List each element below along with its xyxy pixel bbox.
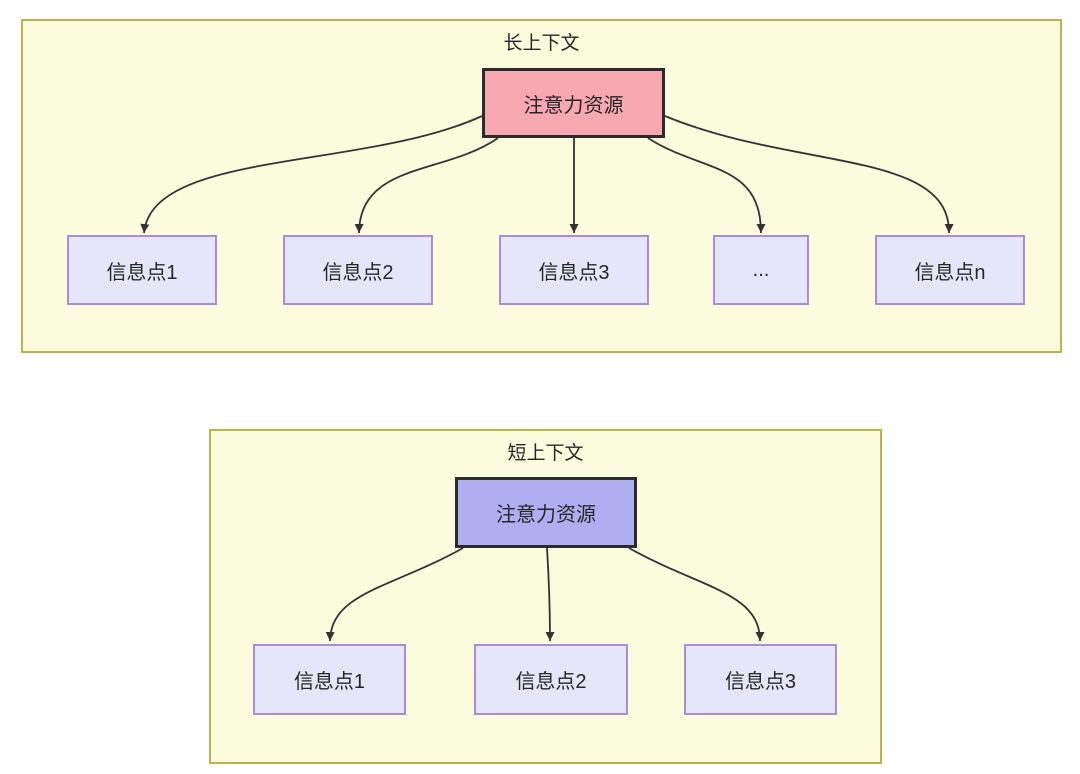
info-point-n-long: 信息点n xyxy=(875,235,1025,305)
attention-resource-node-short: 注意力资源 xyxy=(455,477,637,548)
info-point-3-short: 信息点3 xyxy=(684,644,837,715)
attention-resource-node-long: 注意力资源 xyxy=(482,68,665,138)
info-point-1-long: 信息点1 xyxy=(67,235,217,305)
info-point-2-long: 信息点2 xyxy=(283,235,433,305)
short-context-group-title: 短上下文 xyxy=(507,443,584,464)
info-point-2-short: 信息点2 xyxy=(474,644,628,715)
info-point-3-long: 信息点3 xyxy=(499,235,649,305)
long-context-group-title: 长上下文 xyxy=(503,33,580,54)
info-point-1-short: 信息点1 xyxy=(253,644,406,715)
info-point-ellipsis-long: ... xyxy=(713,235,809,305)
